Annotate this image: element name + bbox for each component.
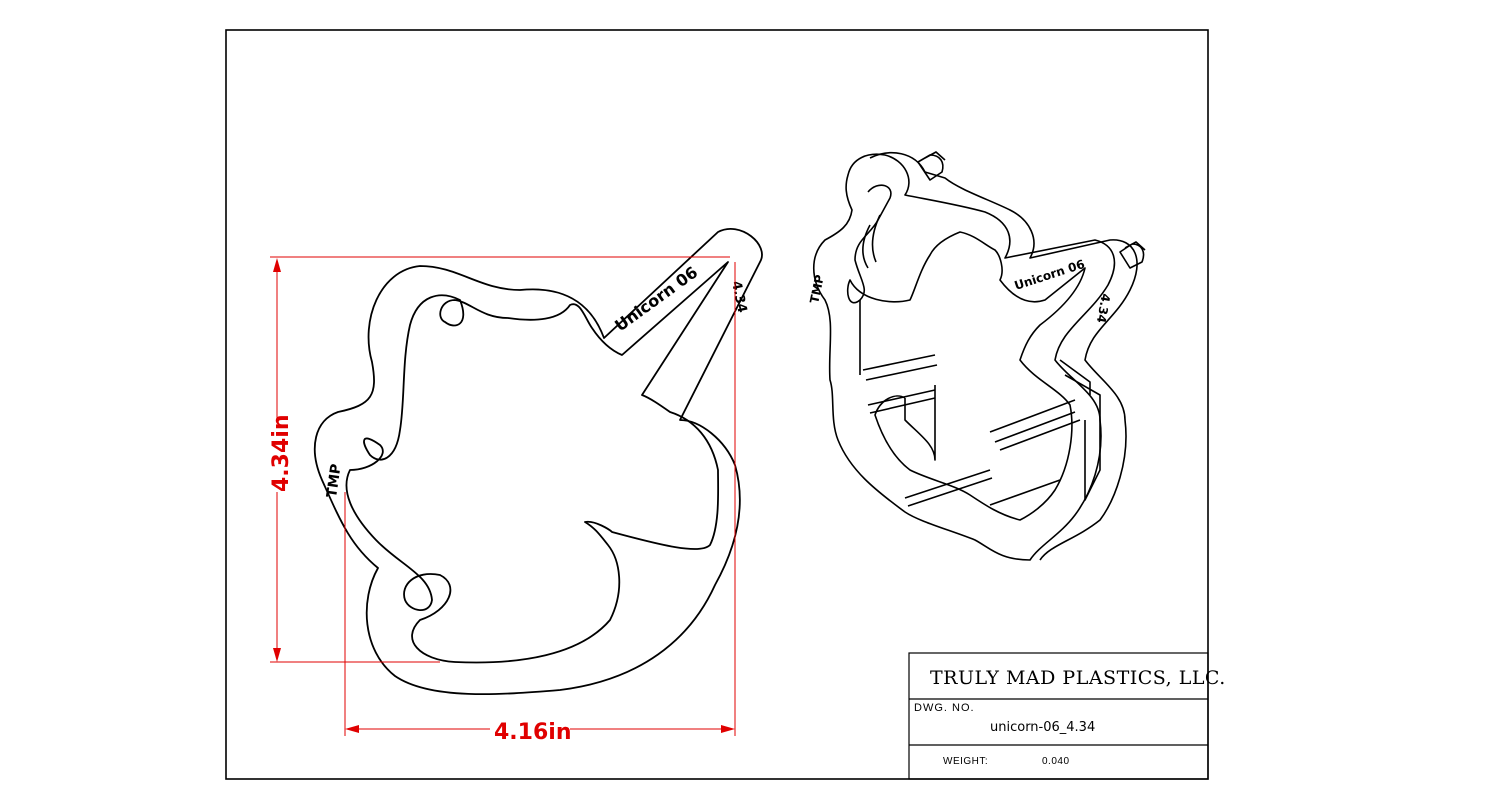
iso-horn-back <box>917 151 946 181</box>
width-arrow-right <box>721 725 735 733</box>
iso-wall-lower <box>989 399 1081 451</box>
title-block <box>908 652 1209 780</box>
dwg-no-value: unicorn-06_4.34 <box>990 720 1095 735</box>
front-view: Unicorn 06 4.34 TMP <box>314 227 763 696</box>
iso-wall-left <box>859 300 936 461</box>
dwg-no-label: DWG. NO. <box>914 702 975 714</box>
front-brand-engraving: TMP <box>324 463 345 499</box>
width-arrow-left <box>345 725 359 733</box>
height-label-bg <box>266 418 290 492</box>
front-size-engraving: 4.34 <box>728 280 749 314</box>
iso-wall-right <box>1059 359 1101 501</box>
iso-front-outer <box>813 153 1116 561</box>
dimension-annotations <box>270 256 736 736</box>
iso-front-inner <box>846 184 1086 521</box>
height-dimension-label: 4.34in <box>269 415 294 492</box>
title-block-frame <box>908 652 1209 780</box>
iso-brand-engraving: TMP <box>807 273 827 304</box>
company-name: TRULY MAD PLASTICS, LLC. <box>930 667 1226 689</box>
isometric-view: Unicorn 06 4.34 TMP <box>807 151 1146 561</box>
iso-horn-right <box>1119 241 1146 269</box>
height-arrow-bottom <box>273 648 281 662</box>
iso-wall-bottom <box>904 469 1061 507</box>
cutter-outer-outline <box>314 227 763 696</box>
cutter-inner-outline <box>345 261 729 664</box>
sheet-border <box>225 29 1209 780</box>
iso-wall-mid <box>862 354 938 414</box>
height-arrow-top <box>273 258 281 272</box>
iso-size-engraving: 4.34 <box>1094 292 1113 324</box>
width-dimension-label: 4.16in <box>494 720 571 745</box>
iso-top-band <box>862 214 881 269</box>
width-label-bg <box>490 718 570 742</box>
weight-label: WEIGHT: <box>943 756 988 767</box>
iso-back-outline <box>869 151 1138 561</box>
weight-value: 0.040 <box>1042 756 1070 767</box>
